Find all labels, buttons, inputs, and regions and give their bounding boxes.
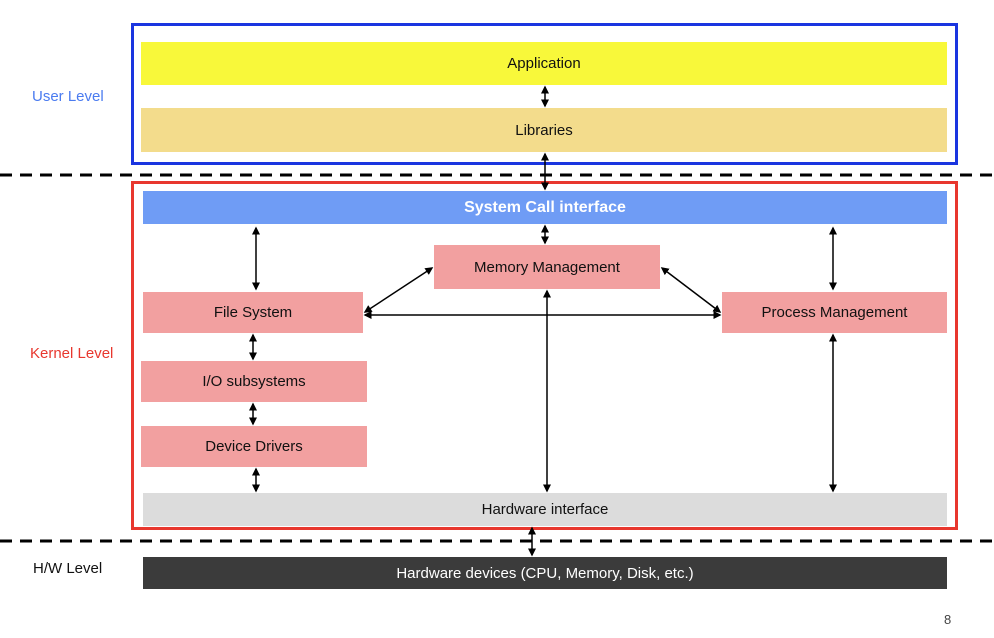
- hw-level-label: H/W Level: [33, 560, 103, 577]
- memory-management-block: Memory Management: [434, 245, 660, 289]
- system-call-interface-block: System Call interface: [143, 191, 947, 224]
- user-level-label: User Level: [32, 88, 104, 105]
- io-subsystems-block: I/O subsystems: [141, 361, 367, 402]
- arrow-memory-filesystem: [363, 267, 434, 313]
- libraries-block: Libraries: [141, 108, 947, 152]
- hardware-devices-block: Hardware devices (CPU, Memory, Disk, etc…: [143, 557, 947, 589]
- file-system-block: File System: [143, 292, 363, 333]
- application-block: Application: [141, 42, 947, 85]
- kernel-level-label: Kernel Level: [30, 345, 114, 362]
- page-number: 8: [944, 612, 952, 627]
- device-drivers-block: Device Drivers: [141, 426, 367, 467]
- arrow-memory-process: [660, 267, 722, 313]
- hardware-interface-block: Hardware interface: [143, 493, 947, 526]
- process-management-block: Process Management: [722, 292, 947, 333]
